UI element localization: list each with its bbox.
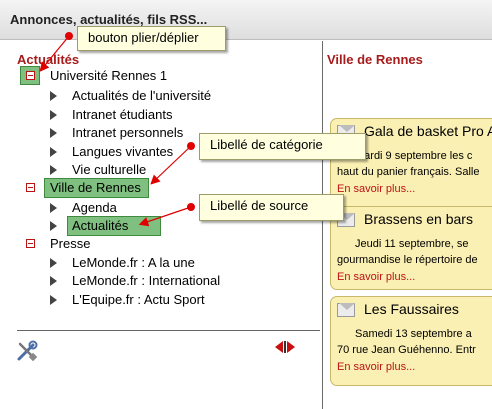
source-label[interactable]: Langues vivantes (72, 144, 174, 159)
tree-source-row[interactable]: Langues vivantes (50, 143, 300, 161)
category-label[interactable]: Ville de Rennes (50, 180, 141, 195)
source-label[interactable]: LeMonde.fr : A la une (72, 255, 195, 270)
callout-dot (187, 203, 195, 211)
collapse-toggle-icon[interactable] (26, 239, 35, 248)
envelope-icon (337, 303, 355, 317)
callout-toggle: bouton plier/déplier (77, 26, 226, 51)
category-label[interactable]: Presse (50, 236, 91, 251)
expand-triangle-icon[interactable] (50, 91, 57, 101)
callout-source: Libellé de source (199, 194, 344, 221)
tree-source-row[interactable]: Intranet étudiants (50, 106, 300, 124)
news-card[interactable]: Brassens en bars Jeudi 11 septembre, se … (330, 206, 492, 290)
tree-source-row[interactable]: L'Equipe.fr : Actu Sport (50, 291, 300, 309)
tree-source-row[interactable]: Vie culturelle (50, 161, 300, 179)
news-card[interactable]: Les Faussaires Samedi 13 septembre a 70 … (330, 296, 492, 386)
collapse-toggle-icon[interactable] (26, 183, 35, 192)
callout-category: Libellé de catégorie (199, 133, 366, 160)
source-highlight (67, 216, 161, 236)
expand-triangle-icon[interactable] (50, 295, 57, 305)
news-title[interactable]: Les Faussaires (364, 301, 459, 317)
news-text: haut du panier français. Salle (337, 166, 480, 178)
source-label[interactable]: Agenda (72, 200, 117, 215)
tree-source-row[interactable]: LeMonde.fr : International (50, 272, 300, 290)
previous-arrow-icon[interactable] (275, 341, 283, 353)
source-label[interactable]: Actualités de l'université (72, 88, 212, 103)
expand-triangle-icon[interactable] (50, 276, 57, 286)
pager-separator (284, 341, 286, 353)
tree-source-row[interactable]: Actualités de l'université (50, 87, 300, 105)
right-heading: Ville de Rennes (327, 52, 423, 67)
callout-dot (187, 142, 195, 150)
tree-source-row-selected[interactable]: Actualités (50, 217, 300, 235)
source-label[interactable]: Intranet personnels (72, 125, 184, 140)
expand-triangle-icon[interactable] (50, 203, 57, 213)
collapse-toggle-icon[interactable] (26, 71, 35, 80)
left-heading: Actualités (17, 52, 80, 67)
category-label[interactable]: Université Rennes 1 (50, 68, 168, 83)
panel-divider (322, 41, 323, 409)
news-text: Mardi 9 septembre les c (355, 150, 473, 162)
news-card[interactable]: Gala de basket Pro A Mardi 9 septembre l… (330, 118, 492, 210)
callout-dot (65, 32, 73, 40)
expand-triangle-icon[interactable] (50, 110, 57, 120)
callout-label: Libellé de catégorie (210, 137, 323, 152)
tree-source-row[interactable]: Agenda (50, 199, 300, 217)
news-text: gourmandise le répertoire de (337, 254, 478, 266)
news-title[interactable]: Brassens en bars (364, 211, 473, 227)
callout-label: Libellé de source (210, 198, 309, 213)
expand-triangle-icon[interactable] (50, 165, 57, 175)
expand-triangle-icon[interactable] (50, 258, 57, 268)
source-label[interactable]: Vie culturelle (72, 162, 147, 177)
news-title[interactable]: Gala de basket Pro A (364, 123, 492, 139)
callout-label: bouton plier/déplier (88, 30, 199, 45)
source-label[interactable]: Intranet étudiants (72, 107, 173, 122)
source-label[interactable]: L'Equipe.fr : Actu Sport (72, 292, 205, 307)
expand-triangle-icon[interactable] (50, 128, 57, 138)
settings-tools-icon[interactable] (16, 340, 38, 362)
news-text: 70 rue Jean Guéhenno. Entr (337, 344, 476, 356)
news-text: Samedi 13 septembre a (355, 328, 472, 340)
expand-triangle-icon[interactable] (50, 147, 57, 157)
left-footer-divider (17, 330, 320, 331)
read-more-link[interactable]: En savoir plus... (337, 271, 416, 283)
next-arrow-icon[interactable] (287, 341, 295, 353)
pager (275, 341, 299, 353)
read-more-link[interactable]: En savoir plus... (337, 183, 416, 195)
read-more-link[interactable]: En savoir plus... (337, 361, 416, 373)
tree-category-presse[interactable]: Presse (26, 235, 266, 253)
tree-source-row[interactable]: Intranet personnels (50, 124, 300, 142)
tree-category-ville[interactable]: Ville de Rennes (26, 179, 266, 197)
tree-category-universite[interactable]: Université Rennes 1 (26, 67, 266, 85)
expand-triangle-icon[interactable] (50, 221, 57, 231)
news-text: Jeudi 11 septembre, se (355, 238, 469, 250)
category-highlight (44, 178, 149, 198)
window-title: Annonces, actualités, fils RSS... (10, 12, 208, 27)
tree-source-row[interactable]: LeMonde.fr : A la une (50, 254, 300, 272)
source-label[interactable]: Actualités (72, 218, 129, 233)
source-label[interactable]: LeMonde.fr : International (72, 273, 221, 288)
window-titlebar: Annonces, actualités, fils RSS... (0, 0, 492, 40)
